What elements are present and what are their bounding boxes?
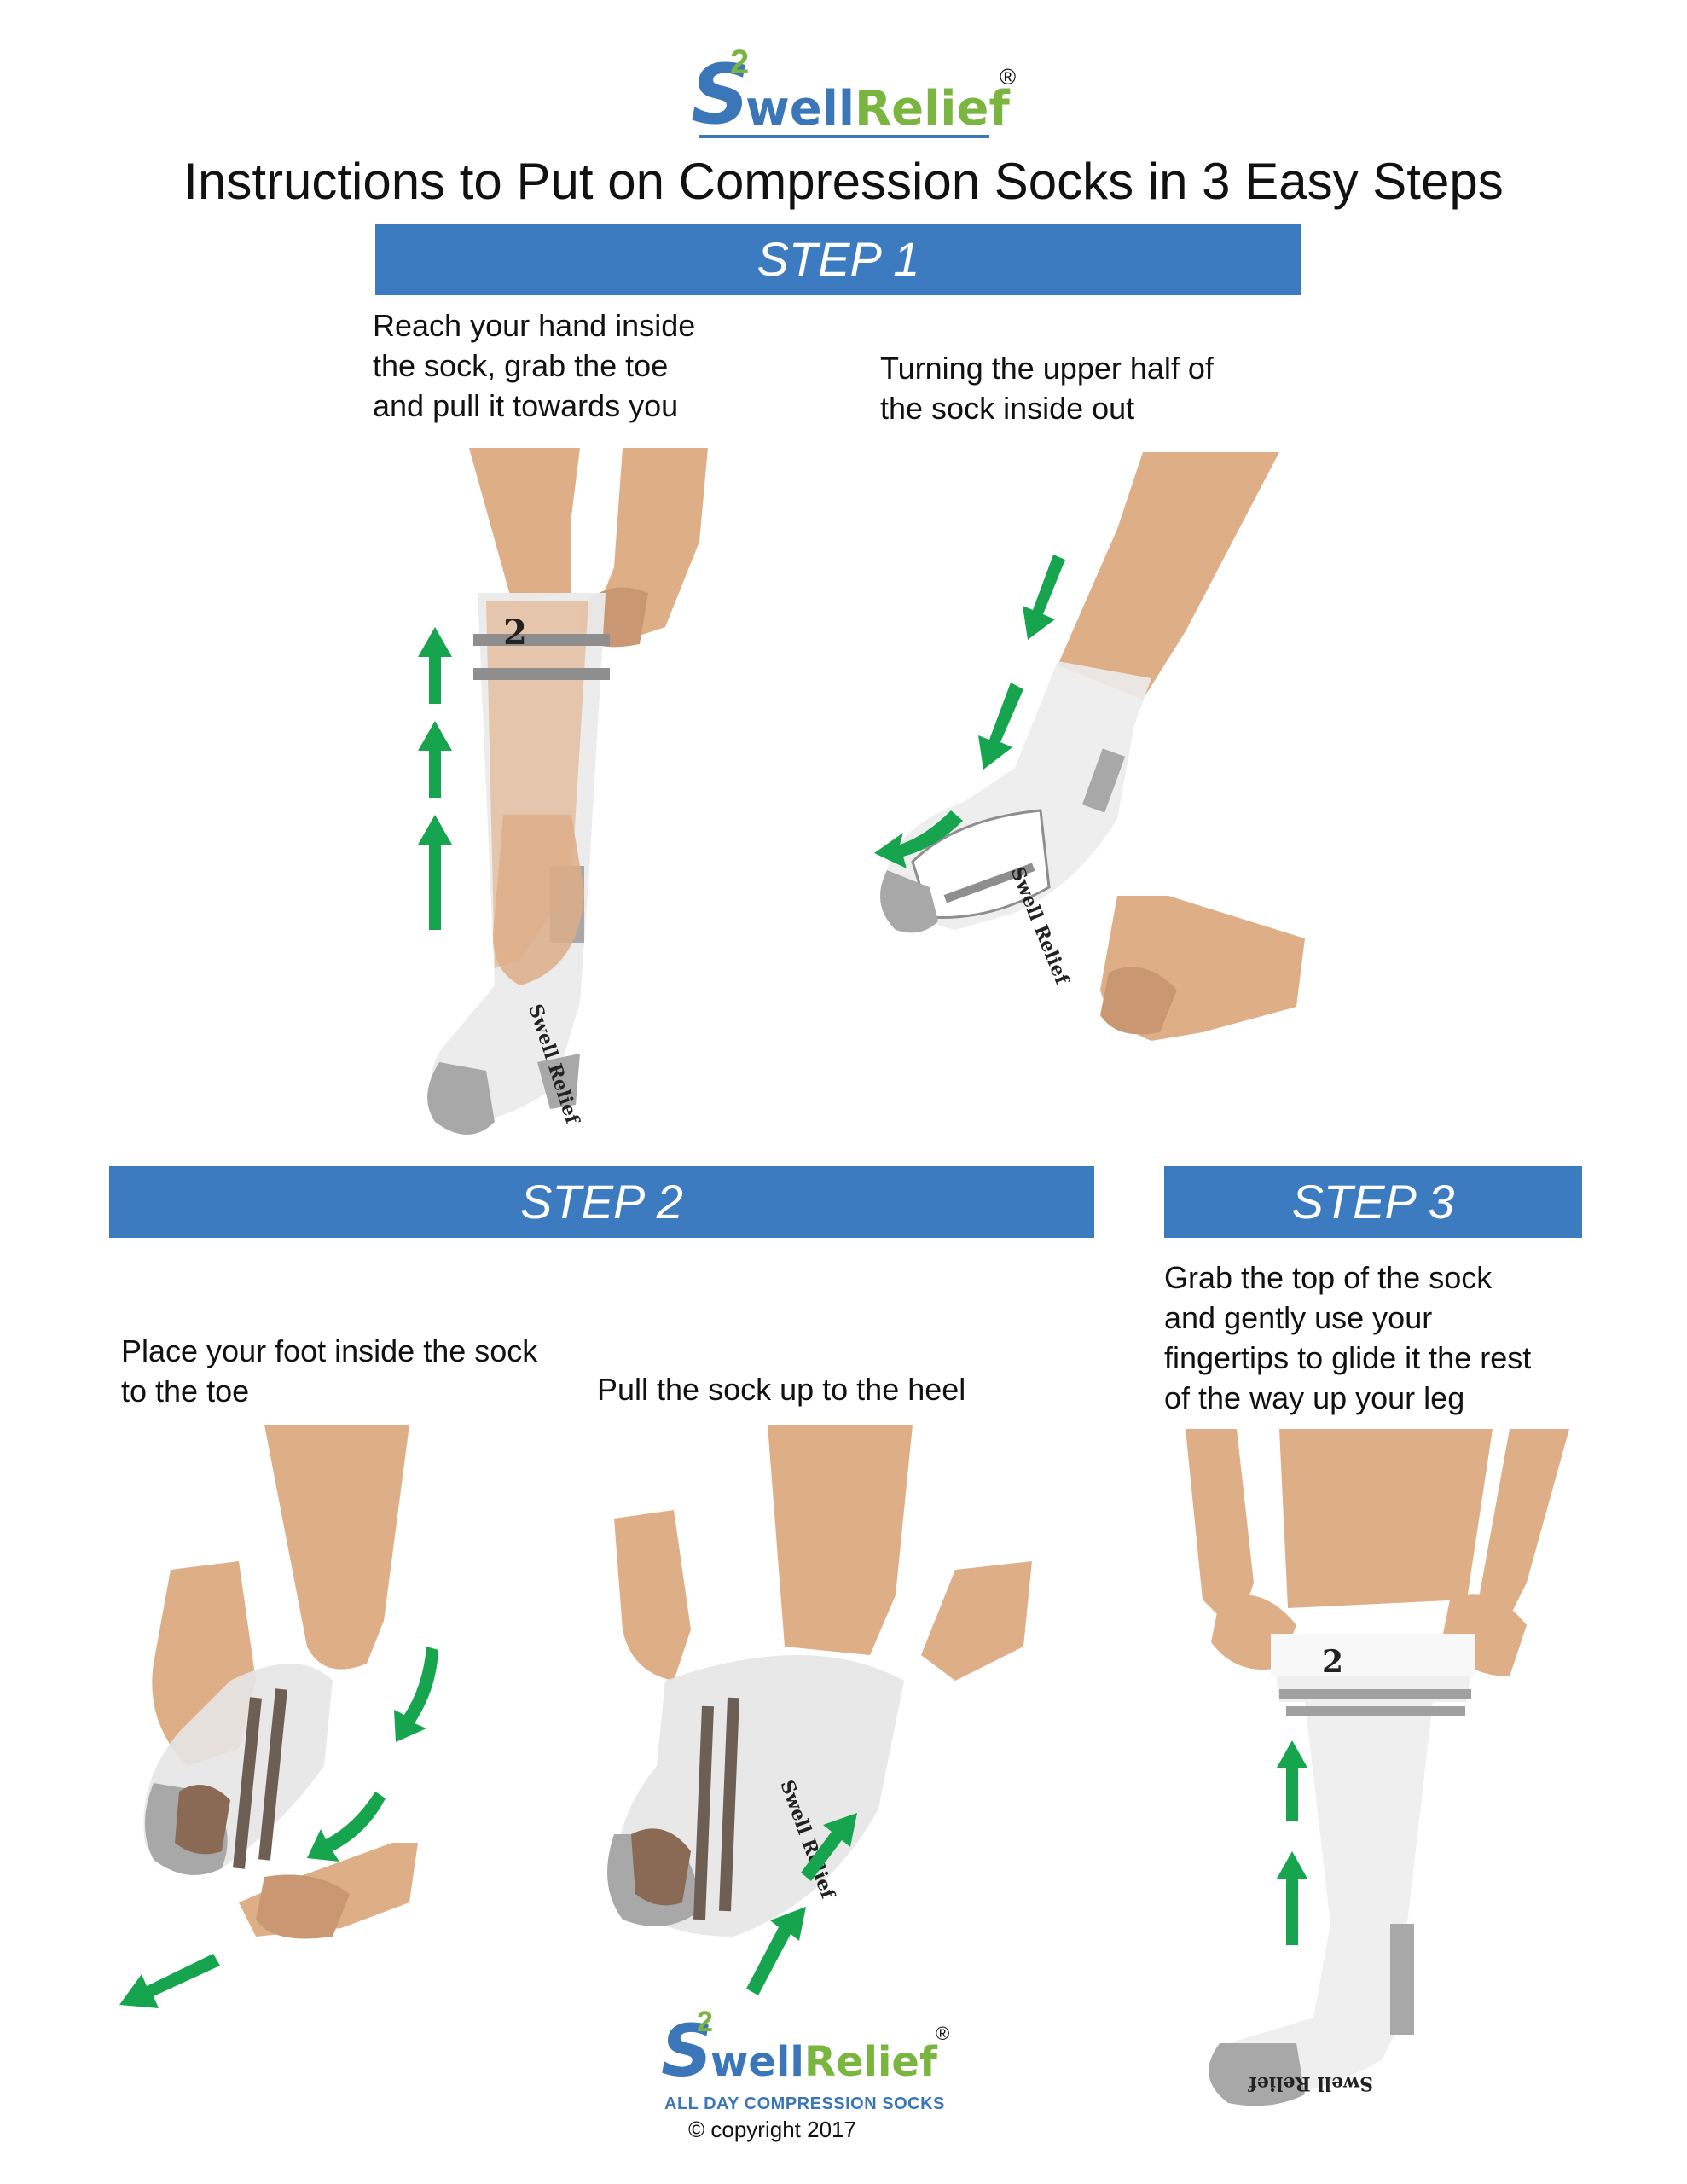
step-2-caption-left: Place your foot inside the sock to the t… — [121, 1333, 538, 1409]
logo-word-well: well — [745, 81, 855, 136]
footer-copyright: © copyright 2017 — [688, 2117, 856, 2142]
header-logo: S 2 well Relief ® — [691, 44, 1032, 142]
footer-tagline: ALL DAY COMPRESSION SOCKS — [664, 2094, 945, 2113]
arrow-up-icon — [1277, 1851, 1307, 1945]
step-2-left-arrows — [119, 1647, 438, 2008]
arrow-up-right-icon — [746, 1907, 806, 1995]
step-3-arrows — [1277, 1740, 1307, 1945]
step-3-banner: STEP 3 — [1164, 1166, 1582, 1238]
step-3-illustration: 2 Swell Relief — [1186, 1429, 1569, 2106]
logo-word-relief: Relief — [855, 81, 1010, 136]
step-2-right-illustration: Swell Relief — [607, 1425, 1032, 1937]
sock-full-leg — [1209, 1634, 1475, 2106]
skin-arm — [1058, 452, 1305, 1041]
step-2-left-illustration — [143, 1425, 418, 1939]
sock-mark-text: 2 — [503, 613, 527, 653]
step-2-caption-right: Pull the sock up to the heel — [597, 1372, 966, 1407]
arrow-up-icon — [418, 721, 452, 798]
page-title: Instructions to Put on Compression Socks… — [183, 153, 1504, 210]
step-1-right-arrows — [874, 555, 1065, 868]
step-1-left-arrows — [418, 627, 452, 930]
footer-logo: S 2 well Relief ® ALL DAY COMPRESSION SO… — [661, 2006, 968, 2146]
arrow-left-down-icon — [119, 1954, 220, 2008]
sock-mark-text: 2 — [1322, 1644, 1343, 1680]
arrow-up-icon — [1277, 1740, 1307, 1821]
sock-brand-text: Swell Relief — [1248, 2072, 1373, 2094]
logo-superscript-two: 2 — [730, 44, 750, 81]
arrow-left-curve-icon — [874, 810, 963, 868]
sock-on-foot — [143, 1664, 333, 1875]
arrow-down-curve-icon — [394, 1647, 438, 1742]
logo-heartbeat-line — [699, 135, 989, 138]
logo-word-well: well — [710, 2038, 804, 2086]
arrow-up-icon — [418, 627, 452, 704]
skin-leg-hands — [614, 1425, 1032, 1681]
step-1-left-illustration: 2 Swell Relief — [427, 448, 708, 1135]
sock-inside-out — [880, 661, 1151, 933]
arrow-up-right-icon — [801, 1813, 857, 1881]
arrow-up-icon — [418, 815, 452, 930]
step-1-banner: STEP 1 — [375, 224, 1301, 295]
logo-letter-s: S — [661, 2009, 713, 2093]
logo-registered-mark: ® — [936, 2023, 950, 2044]
logo-registered-mark: ® — [1000, 64, 1017, 90]
step-2-right-arrows — [746, 1813, 857, 1995]
logo-superscript-two: 2 — [697, 2006, 713, 2038]
step-2-banner: STEP 2 — [109, 1166, 1094, 1238]
logo-letter-s: S — [691, 47, 751, 142]
step-1-caption-left: Reach your hand inside the sock, grab th… — [373, 308, 696, 423]
arrow-down-icon — [1023, 555, 1065, 640]
arrow-down-curve-icon — [307, 1792, 386, 1862]
step-1-right-illustration: Swell Relief — [880, 452, 1305, 1041]
hand-inside-sock — [493, 815, 584, 985]
arrow-down-icon — [978, 682, 1023, 770]
sock-to-heel — [607, 1655, 904, 1937]
step-3-caption: Grab the top of the sock and gently use … — [1164, 1260, 1532, 1415]
step-1-caption-right: Turning the upper half of the sock insid… — [880, 351, 1214, 426]
logo-word-relief: Relief — [804, 2038, 937, 2086]
